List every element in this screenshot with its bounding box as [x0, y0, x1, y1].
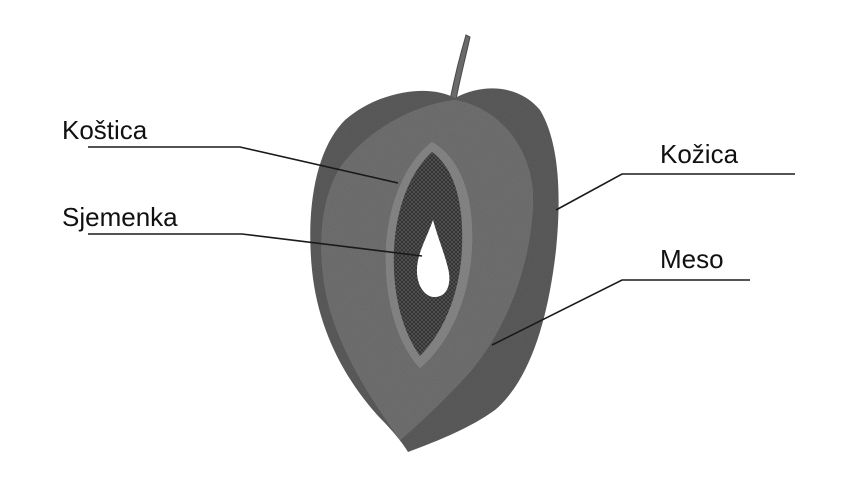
label-kozica: Kožica: [660, 139, 739, 169]
leader-line-kozica: [556, 174, 795, 210]
stem: [450, 35, 470, 100]
label-kostica: Koštica: [62, 115, 148, 145]
label-sjemenka: Sjemenka: [62, 202, 178, 232]
label-meso: Meso: [660, 244, 724, 274]
